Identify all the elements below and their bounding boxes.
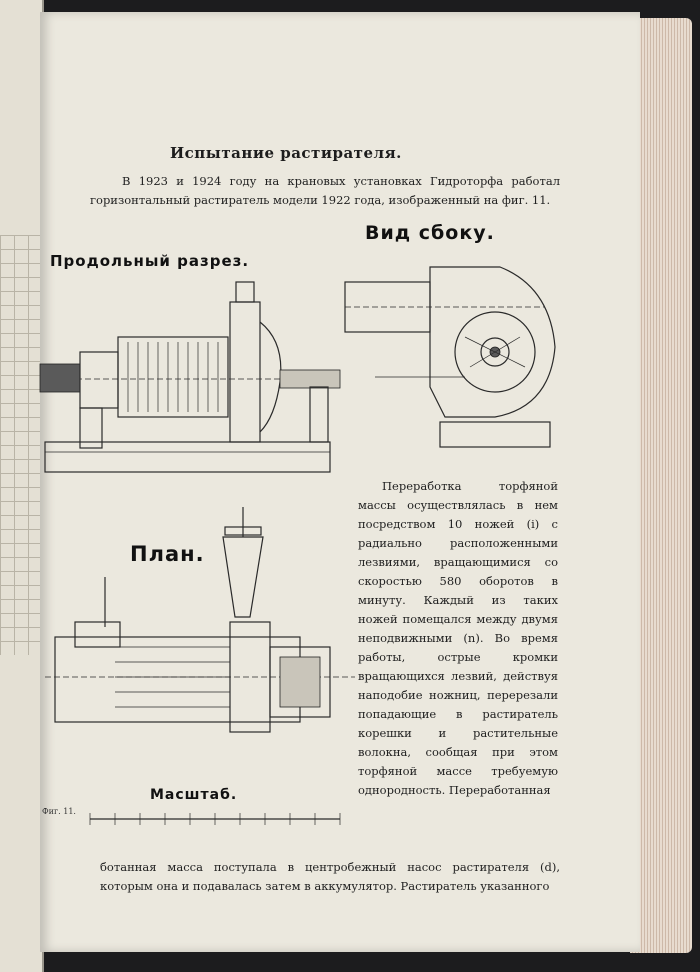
plan-drawing [45, 507, 355, 733]
section-label: Продольный разрез. [50, 252, 250, 270]
book-page: Испытание растирателя. В 1923 и 1924 год… [39, 12, 640, 952]
intro-paragraph: В 1923 и 1924 году на крановых установка… [90, 174, 560, 207]
left-page-graph [0, 235, 40, 655]
body-tail-text: ботанная масса поступала в центробежный … [100, 860, 560, 893]
scale-label: Масштаб. [150, 787, 238, 803]
plan-label: План. [130, 542, 205, 566]
scale-bar [89, 813, 341, 825]
section-drawing [39, 281, 341, 473]
side-view-label: Вид сбоку. [365, 222, 495, 244]
body-column-text: Переработка торфяной массы осуществлялас… [358, 479, 558, 797]
figure-reference: Фиг. 11. [42, 807, 76, 816]
page-stack-edge [630, 18, 692, 953]
page-title: Испытание растирателя. [170, 144, 402, 162]
left-page-edge [0, 0, 44, 972]
side-view-drawing [344, 266, 556, 448]
